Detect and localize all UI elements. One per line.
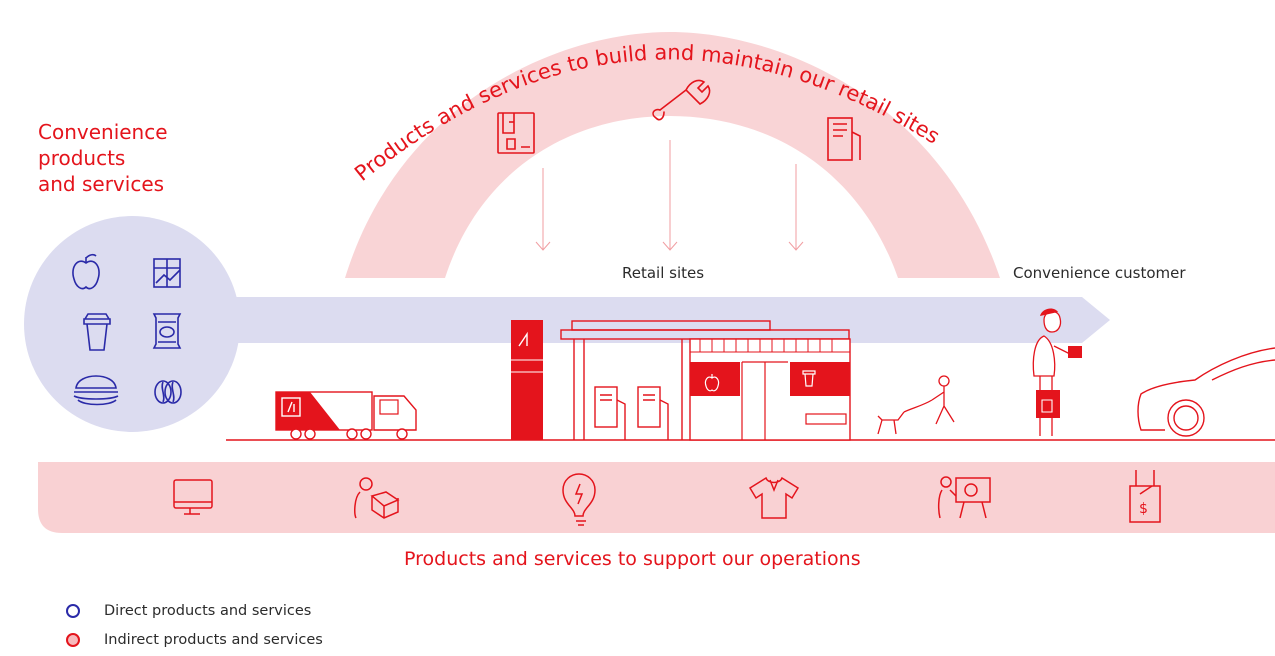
support-operations-label: Products and services to support our ope… bbox=[404, 548, 861, 570]
svg-text:$: $ bbox=[1139, 501, 1148, 517]
convenience-customer-figure bbox=[1032, 308, 1082, 436]
sandwich-icon bbox=[73, 375, 119, 406]
convenience-customer-label: Convenience customer bbox=[1013, 264, 1186, 282]
coffee-bean-icon bbox=[154, 380, 182, 404]
legend-indirect: Indirect products and services bbox=[66, 632, 323, 648]
person-with-box-icon bbox=[354, 477, 400, 519]
legend-direct: Direct products and services bbox=[66, 603, 311, 619]
presenter-icon bbox=[937, 476, 991, 519]
convenience-label-line-1: Convenience bbox=[38, 120, 168, 144]
legend-indirect-swatch bbox=[66, 633, 80, 647]
chocolate-icon bbox=[153, 258, 181, 288]
convenience-products-label: Convenience products and services bbox=[38, 119, 168, 197]
fuel-pump-icon bbox=[827, 117, 861, 161]
dog-walker bbox=[877, 375, 955, 435]
price-tag-icon: $ bbox=[1129, 470, 1161, 523]
computer-monitor-icon bbox=[173, 479, 213, 515]
convenience-label-line-3: and services bbox=[38, 172, 165, 196]
support-operations-band bbox=[38, 462, 1275, 533]
legend-direct-label: Direct products and services bbox=[104, 603, 312, 619]
coffee-cup-icon bbox=[83, 313, 111, 351]
apple-icon bbox=[72, 253, 100, 290]
build-maintain-arc bbox=[345, 32, 1000, 278]
coffee-machine-icon bbox=[497, 112, 535, 154]
chips-bag-icon bbox=[152, 313, 182, 349]
arc-down-arrows bbox=[535, 140, 804, 251]
retail-sites-label: Retail sites bbox=[622, 264, 705, 282]
legend-direct-swatch bbox=[66, 604, 80, 618]
direct-products-circle bbox=[24, 216, 240, 432]
wrench-icon bbox=[652, 79, 711, 121]
light-bulb-icon bbox=[562, 473, 596, 526]
fuel-station-canopy bbox=[560, 320, 850, 440]
delivery-truck bbox=[275, 391, 417, 440]
convenience-label-line-2: products bbox=[38, 146, 126, 170]
customer-car bbox=[1137, 347, 1275, 437]
shirt-icon bbox=[748, 476, 800, 519]
retail-site-sign bbox=[511, 320, 543, 440]
direct-flow-arrow bbox=[200, 297, 1110, 343]
convenience-shop bbox=[689, 338, 851, 441]
legend-indirect-label: Indirect products and services bbox=[104, 632, 323, 648]
